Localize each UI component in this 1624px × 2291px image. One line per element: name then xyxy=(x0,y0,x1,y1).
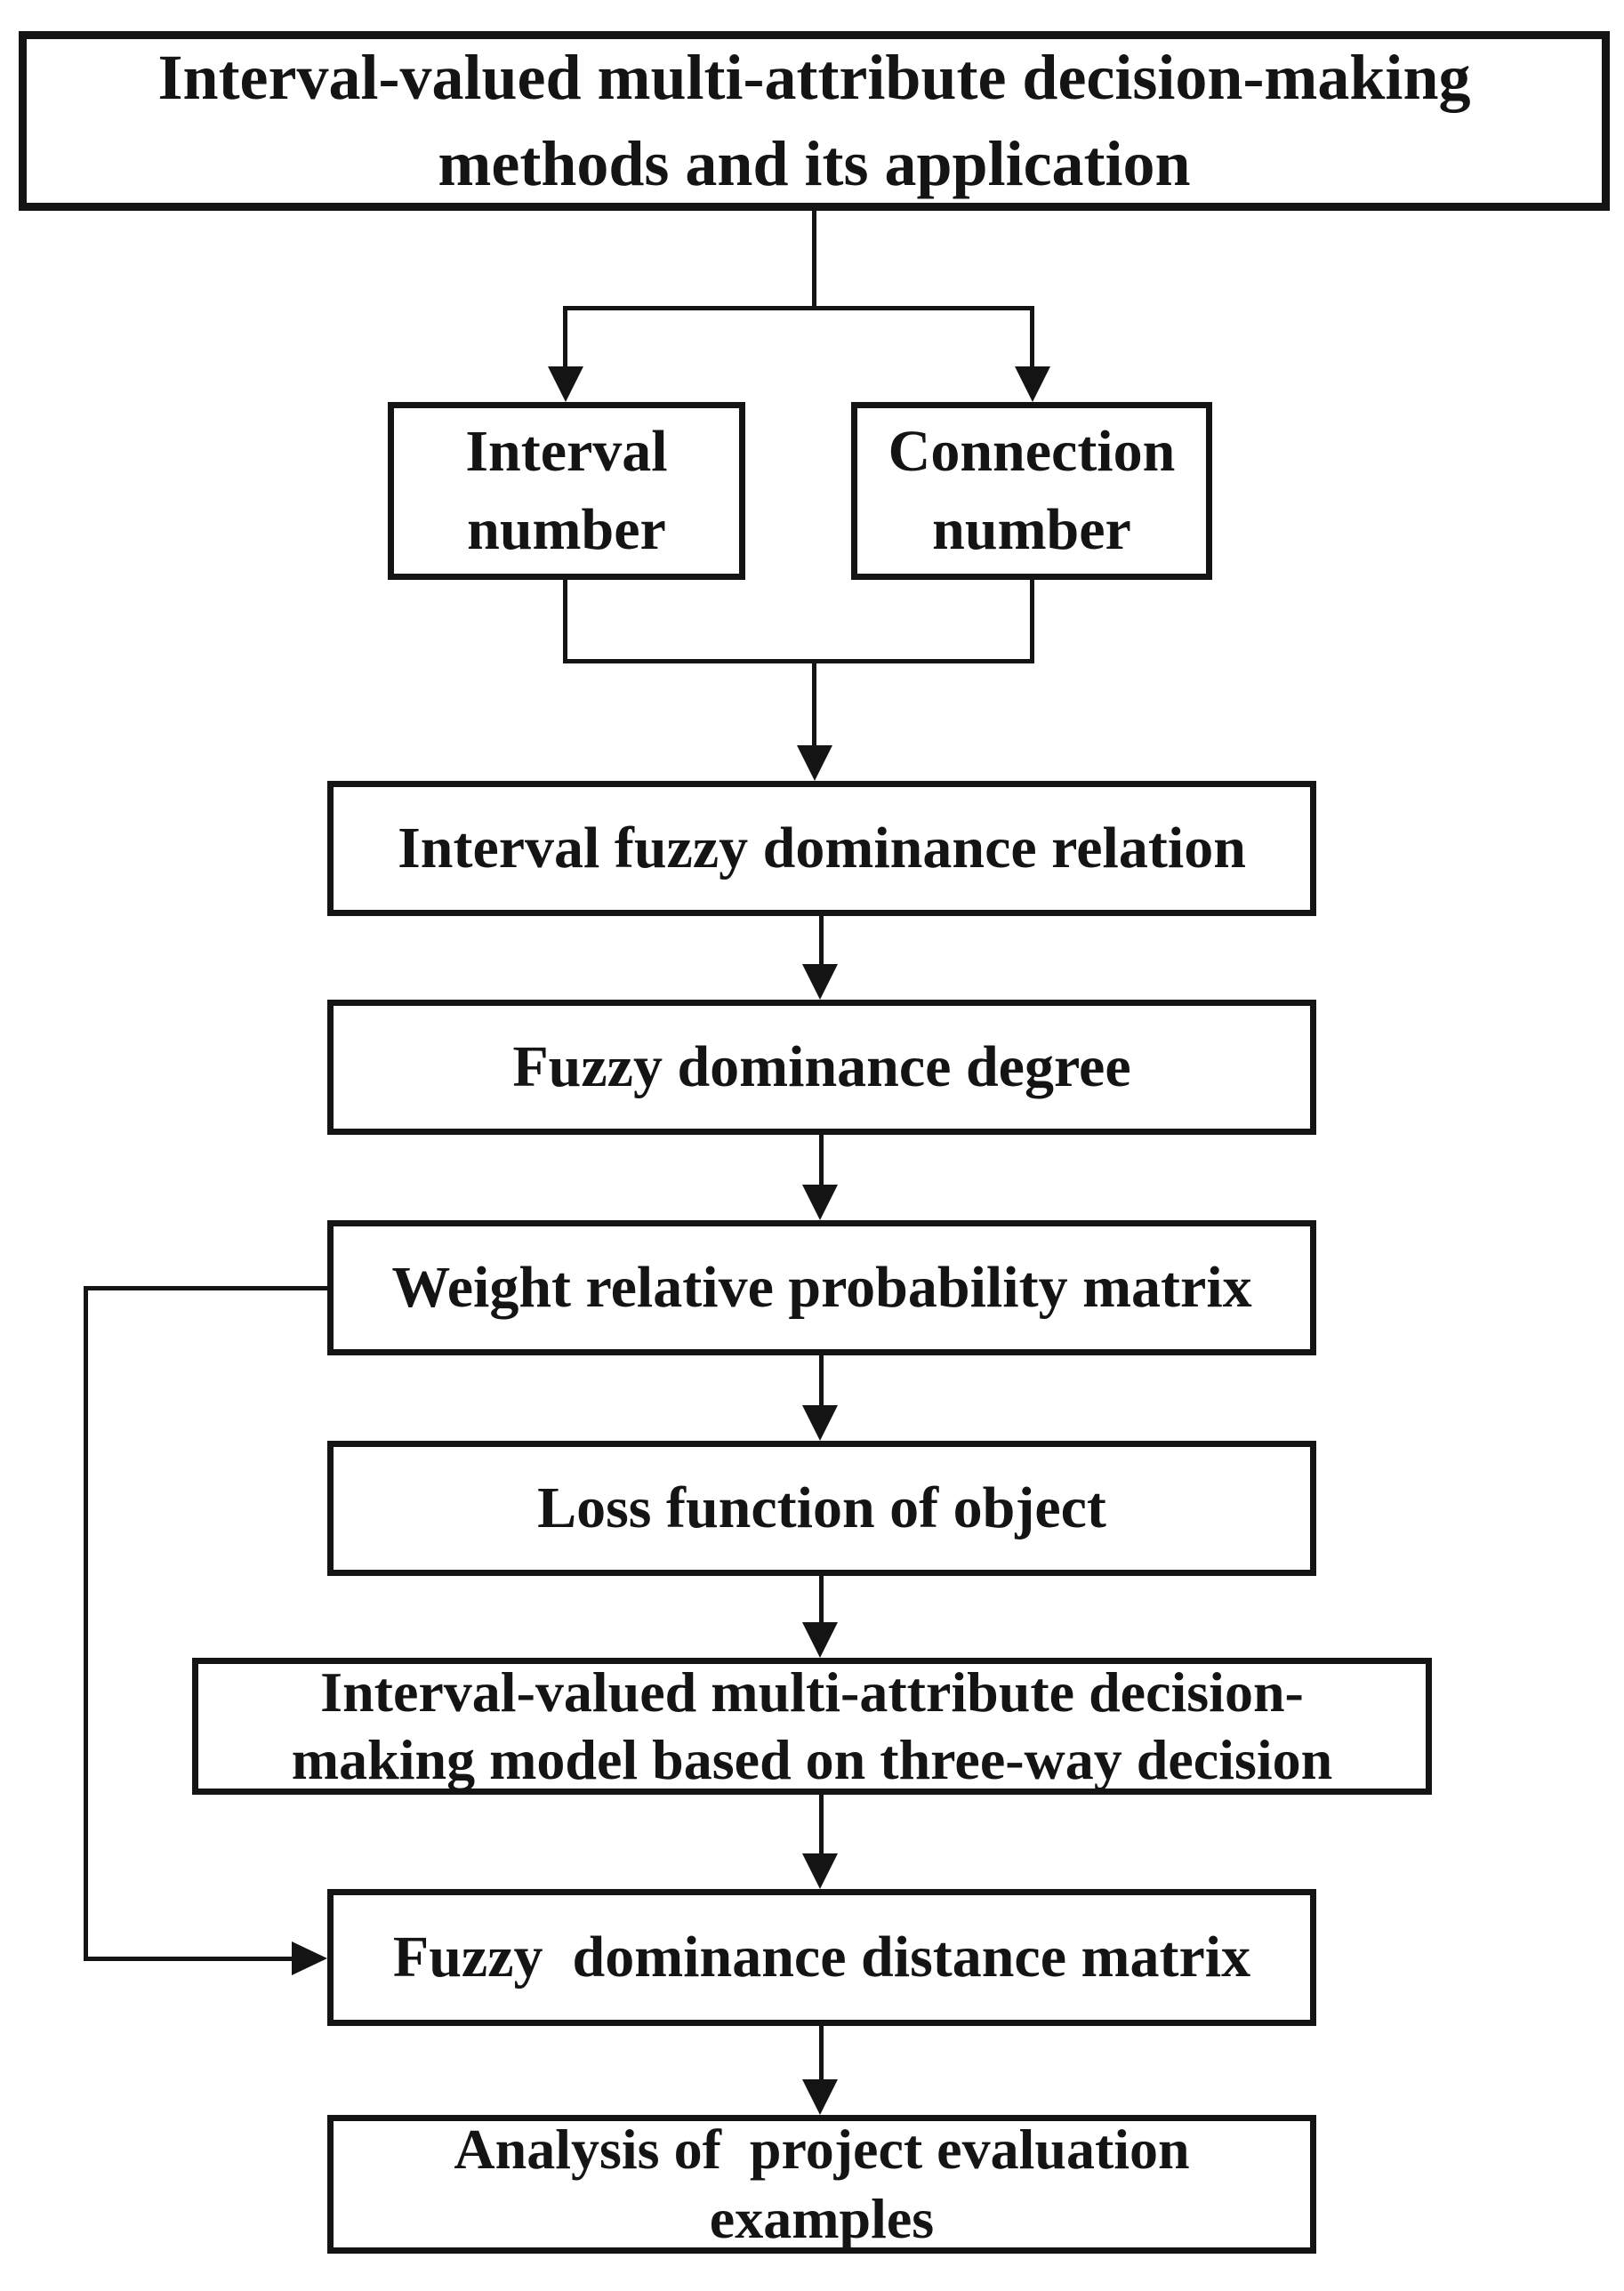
connector-merge-right xyxy=(1030,580,1034,663)
title-box: Interval-valued multi-attribute decision… xyxy=(19,31,1610,211)
loss-function-of-object-box: Loss function of object xyxy=(327,1441,1316,1576)
connector-merge-left xyxy=(563,580,567,663)
arrowhead-to-distance-icon xyxy=(802,1853,838,1889)
arrowhead-to-model-icon xyxy=(802,1622,838,1658)
connector-branch-right xyxy=(1030,306,1034,372)
connector-branch-left xyxy=(563,306,567,372)
arrowhead-to-relation-icon xyxy=(797,745,832,781)
connection-number-box: Connection number xyxy=(851,402,1212,580)
arrowhead-to-interval-number-icon xyxy=(548,366,583,402)
feedback-connector-top xyxy=(84,1286,327,1290)
fuzzy-dominance-distance-matrix-box: Fuzzy dominance distance matrix xyxy=(327,1889,1316,2026)
connector-title-stem xyxy=(812,211,816,309)
connector-model-to-distance xyxy=(819,1795,824,1855)
feedback-connector-bottom xyxy=(84,1957,295,1961)
arrowhead-to-analysis-icon xyxy=(802,2079,838,2115)
connector-relation-to-degree xyxy=(819,916,824,968)
arrowhead-to-weight-icon xyxy=(802,1185,838,1220)
connector-distance-to-analysis xyxy=(819,2026,824,2081)
analysis-of-project-evaluation-box: Analysis of project evaluation examples xyxy=(327,2115,1316,2254)
arrowhead-to-degree-icon xyxy=(802,964,838,1000)
arrowhead-to-connection-number-icon xyxy=(1015,366,1050,402)
interval-number-box: Interval number xyxy=(388,402,745,580)
connector-degree-to-weight xyxy=(819,1135,824,1188)
arrowhead-feedback-to-distance-icon xyxy=(292,1941,327,1975)
connector-loss-to-model xyxy=(819,1576,824,1624)
arrowhead-to-loss-icon xyxy=(802,1405,838,1441)
interval-fuzzy-dominance-relation-box: Interval fuzzy dominance relation xyxy=(327,781,1316,916)
connector-merge-stem xyxy=(812,659,816,748)
three-way-decision-model-box: Interval-valued multi-attribute decision… xyxy=(192,1658,1432,1795)
feedback-connector-vertical xyxy=(84,1286,88,1961)
fuzzy-dominance-degree-box: Fuzzy dominance degree xyxy=(327,1000,1316,1135)
weight-relative-probability-matrix-box: Weight relative probability matrix xyxy=(327,1220,1316,1355)
connector-split-line xyxy=(563,306,1034,310)
connector-weight-to-loss xyxy=(819,1355,824,1407)
connector-merge-line xyxy=(563,659,1034,663)
